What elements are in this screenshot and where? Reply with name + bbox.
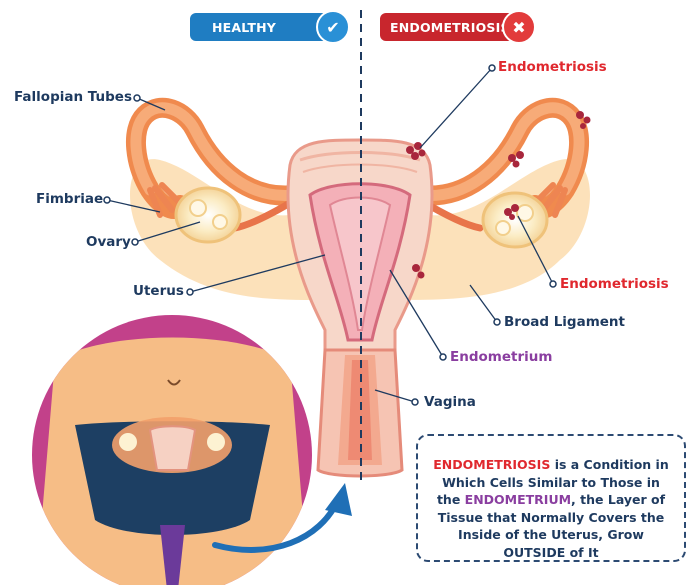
label-broad-ligament: Broad Ligament <box>504 314 625 330</box>
endometriosis-badge-label: ENDOMETRIOSIS <box>390 20 510 35</box>
label-endometrium: Endometrium <box>450 349 552 365</box>
endometriosis-badge: ENDOMETRIOSIS ✖ <box>380 13 524 41</box>
check-icon: ✔ <box>316 10 350 44</box>
definition-keyword-endometriosis: ENDOMETRIOSIS <box>433 457 550 472</box>
label-ovary: Ovary <box>86 234 131 250</box>
healthy-label: HEALTHY <box>212 20 276 35</box>
label-fimbriae: Fimbriae <box>36 191 103 207</box>
healthy-badge: HEALTHY ✔ <box>190 13 338 41</box>
label-uterus: Uterus <box>133 283 184 299</box>
label-fallopian-tubes: Fallopian Tubes <box>14 89 132 105</box>
label-endometriosis-right: Endometriosis <box>560 276 669 292</box>
cross-icon: ✖ <box>502 10 536 44</box>
right-ovary <box>483 193 547 247</box>
definition-box: ENDOMETRIOSIS is a Condition in Which Ce… <box>416 434 686 562</box>
left-ovary <box>176 188 240 242</box>
label-vagina: Vagina <box>424 394 476 410</box>
definition-keyword-endometrium: ENDOMETRIUM <box>465 492 571 507</box>
label-endometriosis-top: Endometriosis <box>498 59 607 75</box>
